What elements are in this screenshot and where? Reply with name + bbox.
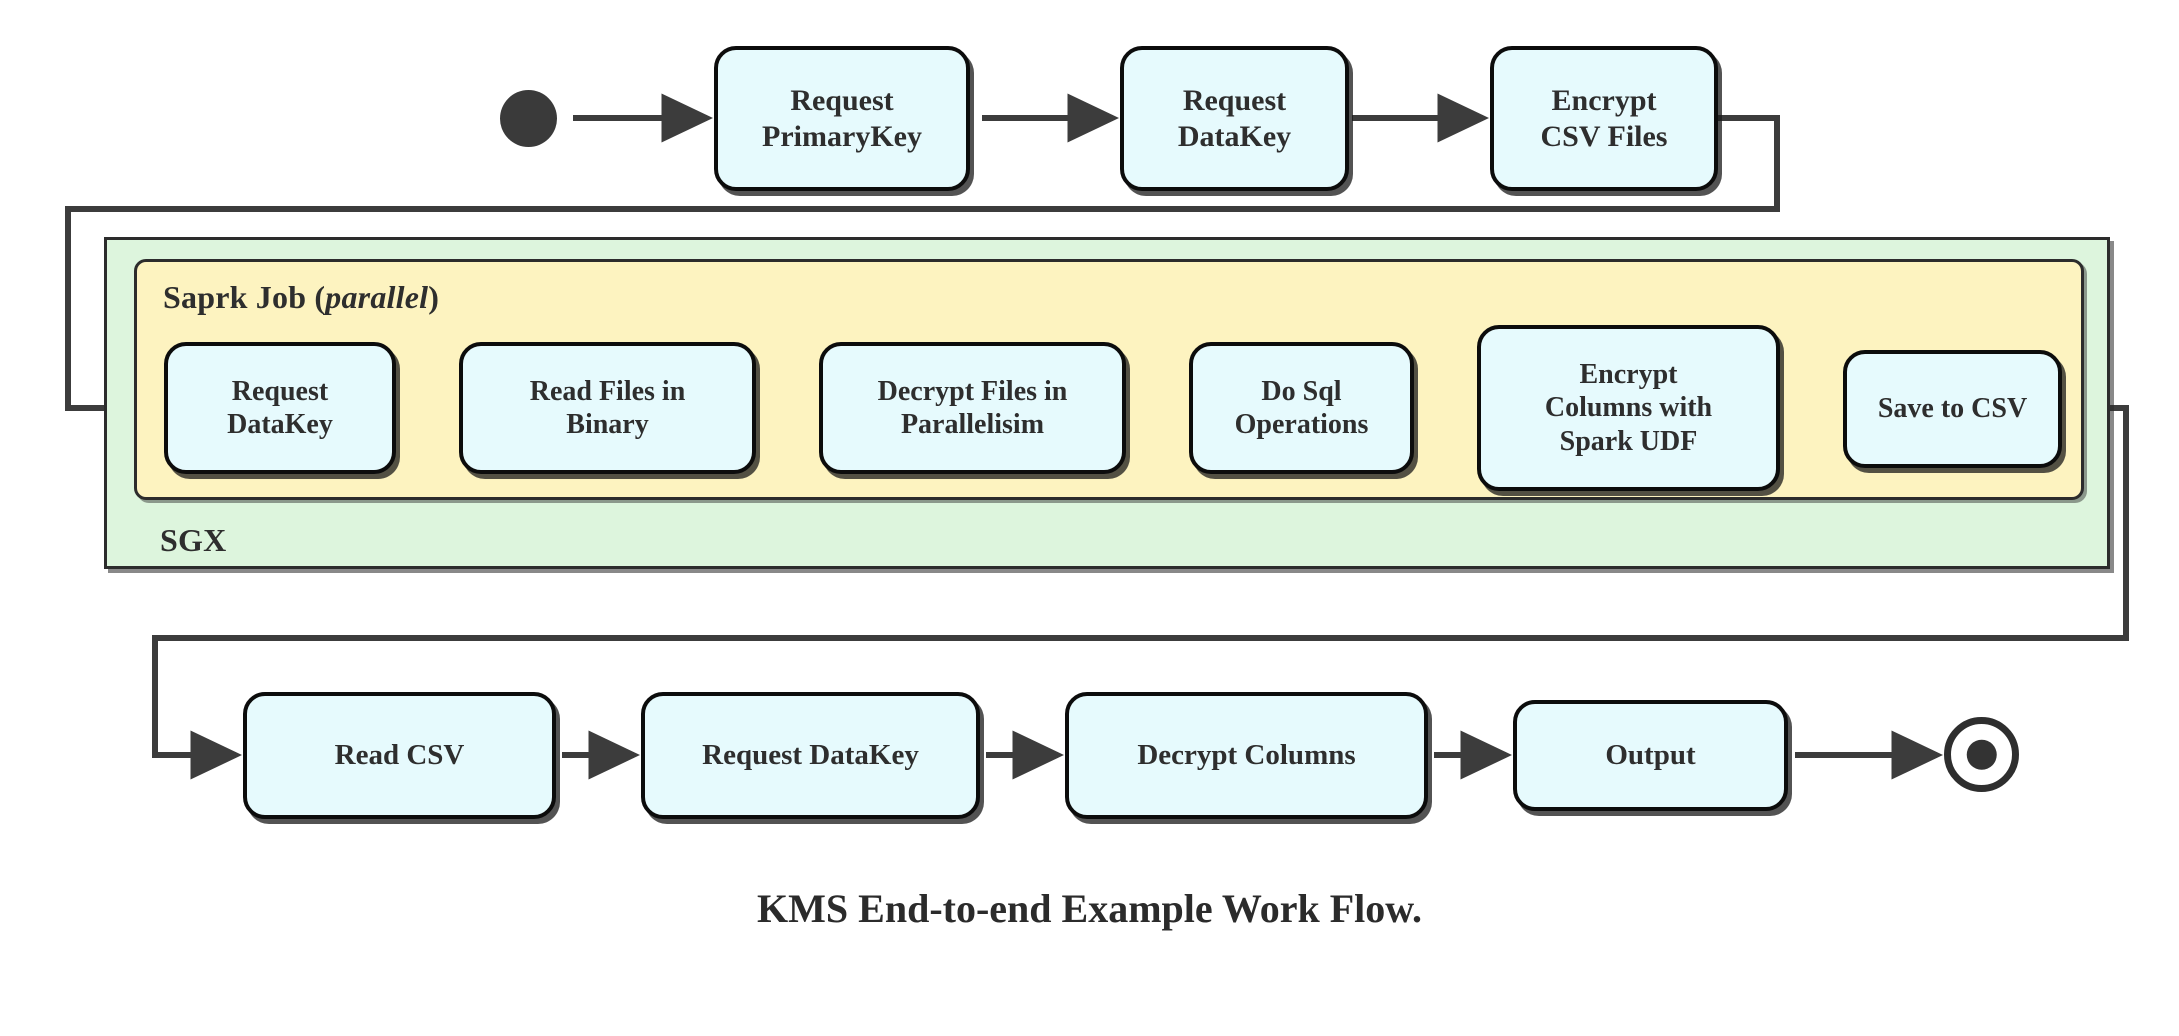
spark-label-modifier: parallel (325, 279, 429, 315)
node-label-line: CSV Files (1540, 119, 1668, 153)
node-read-files-in-binary[interactable]: Read Files in Binary (459, 342, 756, 474)
node-label-line: Request DataKey (702, 739, 919, 772)
node-label-line: Request (1182, 84, 1287, 118)
node-label-line: Spark UDF (1559, 425, 1698, 457)
node-save-to-csv[interactable]: Save to CSV (1843, 350, 2062, 468)
node-request-primarykey[interactable]: Request PrimaryKey (714, 46, 970, 191)
node-request-datakey-bottom[interactable]: Request DataKey (641, 692, 980, 819)
diagram-caption: KMS End-to-end Example Work Flow. (757, 886, 1422, 931)
node-label-line: Request (790, 84, 894, 118)
node-do-sql-operations[interactable]: Do Sql Operations (1189, 342, 1414, 474)
node-label-line: Operations (1234, 409, 1369, 440)
node-label-line: Do Sql (1261, 375, 1342, 407)
node-label-line: Binary (566, 409, 649, 440)
node-output[interactable]: Output (1513, 700, 1788, 811)
node-label-line: DataKey (227, 409, 333, 440)
spark-label-open-paren: ( (314, 279, 326, 315)
node-label-line: Save to CSV (1877, 393, 2028, 425)
spark-job-container-label: Saprk Job (parallel) (163, 279, 439, 316)
node-label-line: Columns with (1544, 392, 1713, 424)
node-encrypt-columns-with-spark-udf[interactable]: Encrypt Columns with Spark UDF (1477, 325, 1780, 491)
node-label-line: DataKey (1177, 119, 1292, 153)
node-label-line: Parallelisim (900, 409, 1045, 440)
node-label-line: Request (231, 375, 329, 407)
node-label-line: Read Files in (529, 375, 686, 407)
node-decrypt-files-in-parallelisim[interactable]: Decrypt Files in Parallelisim (819, 342, 1126, 474)
node-label-line: Encrypt (1551, 84, 1657, 118)
spark-label-main: Saprk Job (163, 279, 307, 315)
node-decrypt-columns[interactable]: Decrypt Columns (1065, 692, 1428, 819)
node-request-datakey-top[interactable]: Request DataKey (1120, 46, 1349, 191)
node-label-line: Output (1605, 739, 1696, 772)
sgx-container-label: SGX (160, 522, 227, 558)
node-label-line: Encrypt (1579, 359, 1678, 391)
node-request-datakey-spark[interactable]: Request DataKey (164, 342, 396, 474)
node-label-line: Read CSV (334, 739, 465, 772)
node-read-csv[interactable]: Read CSV (243, 692, 556, 819)
spark-label-close-paren: ) (428, 279, 440, 315)
node-label-line: Decrypt Files in (877, 375, 1068, 407)
node-label-line: PrimaryKey (762, 119, 922, 153)
node-label-line: Decrypt Columns (1137, 739, 1356, 772)
start-node-icon (500, 90, 557, 147)
node-encrypt-csv-files[interactable]: Encrypt CSV Files (1490, 46, 1718, 191)
end-node-icon (1944, 717, 2019, 792)
